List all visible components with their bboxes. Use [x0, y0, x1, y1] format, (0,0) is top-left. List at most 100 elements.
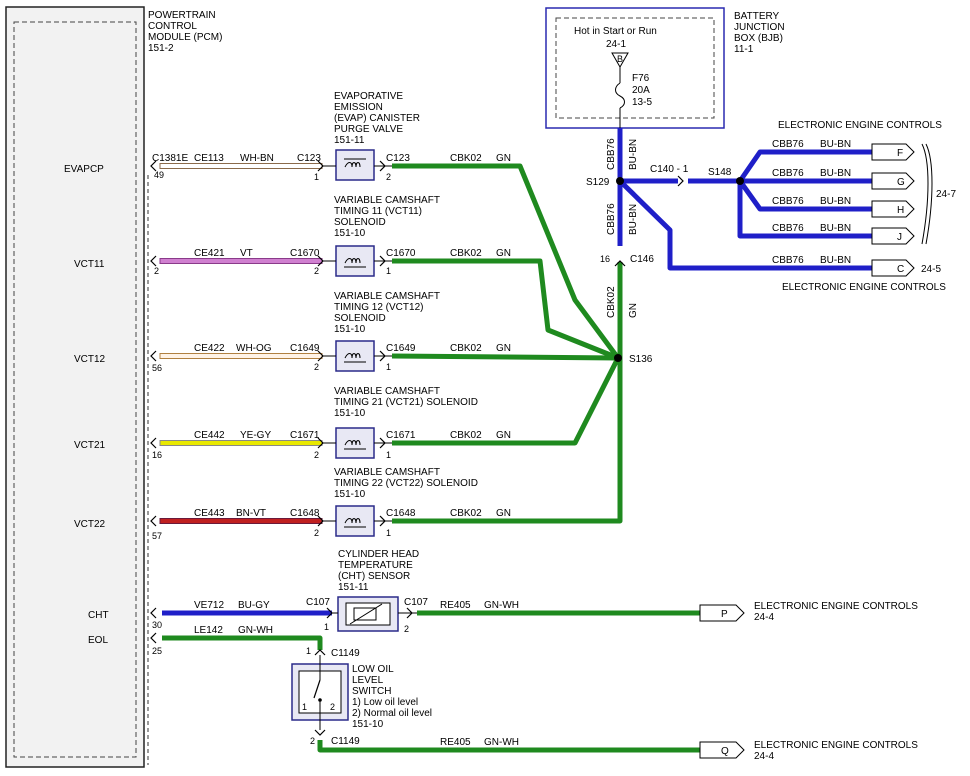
signal-evapcp: EVAPCP [64, 164, 104, 175]
bjb-title-1: BATTERY [734, 11, 780, 22]
wire-cbk02-evap [392, 163, 621, 360]
vct11-coil-icon [344, 258, 361, 264]
vct11-box [335, 245, 375, 277]
bjb-title-3: BOX (BJB) [734, 33, 783, 44]
conn-c1149-top: C1149 [331, 648, 360, 659]
pin-cht-dev-left: 1 [324, 622, 329, 632]
wl-ce421: CE421 [194, 248, 225, 259]
wire-ce442 [159, 440, 323, 446]
cht-label-3: (CHT) SENSOR [338, 571, 410, 582]
bjb-hot-label: Hot in Start or Run [574, 26, 657, 37]
vct21-label-1: VARIABLE CAMSHAFT [334, 386, 440, 397]
signal-vct21: VCT21 [74, 440, 106, 451]
splice-s136-label: S136 [629, 354, 653, 365]
bjb-box [545, 7, 725, 129]
ece-label-q: ELECTRONIC ENGINE CONTROLS [754, 740, 918, 751]
arrow-evap-pcm [150, 160, 157, 172]
vct11-label-2: TIMING 11 (VCT11) [334, 206, 422, 217]
wl-cbb76-g: CBB76 [772, 168, 804, 179]
wl-cbb76-f: CBB76 [772, 139, 804, 150]
arrow-vct12-pcm [150, 350, 157, 362]
ece-ref-p: 24-4 [754, 612, 774, 623]
pin-eol-pcm: 25 [152, 646, 162, 656]
wl-wh-og: WH-OG [236, 343, 272, 354]
wire-re405-loil [317, 740, 700, 753]
conn-c146: C146 [630, 254, 654, 265]
conn-c1648-right: C1648 [386, 508, 416, 519]
cht-label-1: CYLINDER HEAD [338, 549, 419, 560]
vct12-label-3: SOLENOID [334, 313, 386, 324]
bjb-b-label: B [617, 54, 623, 64]
device-vct11 [322, 245, 392, 277]
device-vct21 [322, 427, 392, 459]
pin-numbers: 49 1 2 2 2 1 56 2 1 16 2 1 57 2 1 30 1 2… [152, 170, 610, 746]
arrow-c1149-bottom [314, 729, 326, 736]
wl-re405-cht: RE405 [440, 600, 471, 611]
wl-cbb76-v2: CBB76 [606, 203, 617, 235]
vct22-label-2: TIMING 22 (VCT22) SOLENOID [334, 478, 478, 489]
conn-c1670-right: C1670 [386, 248, 416, 259]
loil-label-1: LOW OIL [352, 664, 394, 675]
ece-ref-q: 24-4 [754, 751, 774, 762]
wl-gn-wh-loil: GN-WH [484, 737, 519, 748]
wire-ce443 [159, 518, 323, 524]
blue-wires [162, 128, 872, 616]
signal-vct11: VCT11 [74, 259, 105, 270]
pin-evap-dev-left: 1 [314, 172, 319, 182]
pin-vct21-dev: 1 [386, 450, 391, 460]
wl-cbb76-h: CBB76 [772, 196, 804, 207]
pin-vct11-pcm: 2 [154, 266, 159, 276]
bjb-module: Hot in Start or Run 24-1 B F76 20A 13-5 … [545, 7, 785, 129]
conn-c1381e: C1381E [152, 153, 188, 164]
wl-cbk02-vct12: CBK02 [450, 343, 482, 354]
wl-bn-vt: BN-VT [236, 508, 266, 519]
wl-gn-wh: GN-WH [238, 625, 273, 636]
bjb-title-4: 11-1 [734, 44, 754, 55]
bjb-inner-dashed [555, 17, 715, 119]
tab-j [871, 227, 915, 245]
evap-label-5: 151-11 [334, 135, 365, 146]
pcm-box [5, 6, 145, 768]
ece-bracket-icon [921, 143, 929, 245]
pcm-connector-arrows [150, 160, 684, 736]
device-vct22 [322, 505, 392, 537]
loil-label-6: 151-10 [352, 719, 384, 730]
wl-cbk02-vct21: CBK02 [450, 430, 482, 441]
signal-vct12: VCT12 [74, 354, 106, 365]
arrow-vct22-pcm [150, 515, 157, 527]
vct12-box [335, 340, 375, 372]
wire-cbb76-f [737, 149, 872, 183]
wire-ce421 [159, 258, 323, 264]
wl-bubn-c: BU-BN [820, 255, 851, 266]
evap-label-1: EVAPORATIVE [334, 91, 403, 102]
wl-gn-vct12: GN [496, 343, 511, 354]
ece-label-p: ELECTRONIC ENGINE CONTROLS [754, 601, 918, 612]
tab-j-label: J [897, 232, 902, 243]
ece-bracket-icon-2 [925, 143, 933, 245]
pin-vct22-dev: 1 [386, 528, 391, 538]
splice-s148-dot [736, 177, 744, 185]
pin-sw-left: 1 [302, 702, 307, 712]
vct11-label-3: SOLENOID [334, 217, 386, 228]
cht-label-4: 151-11 [338, 582, 369, 593]
tab-h [871, 200, 915, 218]
pin-evap-pcm: 49 [154, 170, 164, 180]
splice-s129-label: S129 [586, 177, 610, 188]
tab-h-label: H [897, 205, 904, 216]
conn-c1671-left: C1671 [290, 430, 320, 441]
wl-bubn-v2: BU-BN [628, 204, 639, 235]
pin-vct22-dev-left: 2 [314, 528, 319, 538]
thermistor-icon [353, 607, 377, 621]
wl-bubn-g: BU-BN [820, 168, 851, 179]
conn-c107-right: C107 [404, 597, 428, 608]
wl-cbk02-vct22: CBK02 [450, 508, 482, 519]
vct21-box [335, 427, 375, 459]
wl-bubn-f: BU-BN [820, 139, 851, 150]
cht-sensor-inner [345, 602, 391, 626]
loil-label-3: SWITCH [352, 686, 391, 697]
wire-cbk02-vct11 [392, 258, 619, 361]
wl-bu-gy: BU-GY [238, 600, 270, 611]
splice-s148-label: S148 [708, 167, 732, 178]
wire-labels: CE113 WH-BN CE421 VT CE422 WH-OG CE442 Y… [194, 138, 851, 748]
